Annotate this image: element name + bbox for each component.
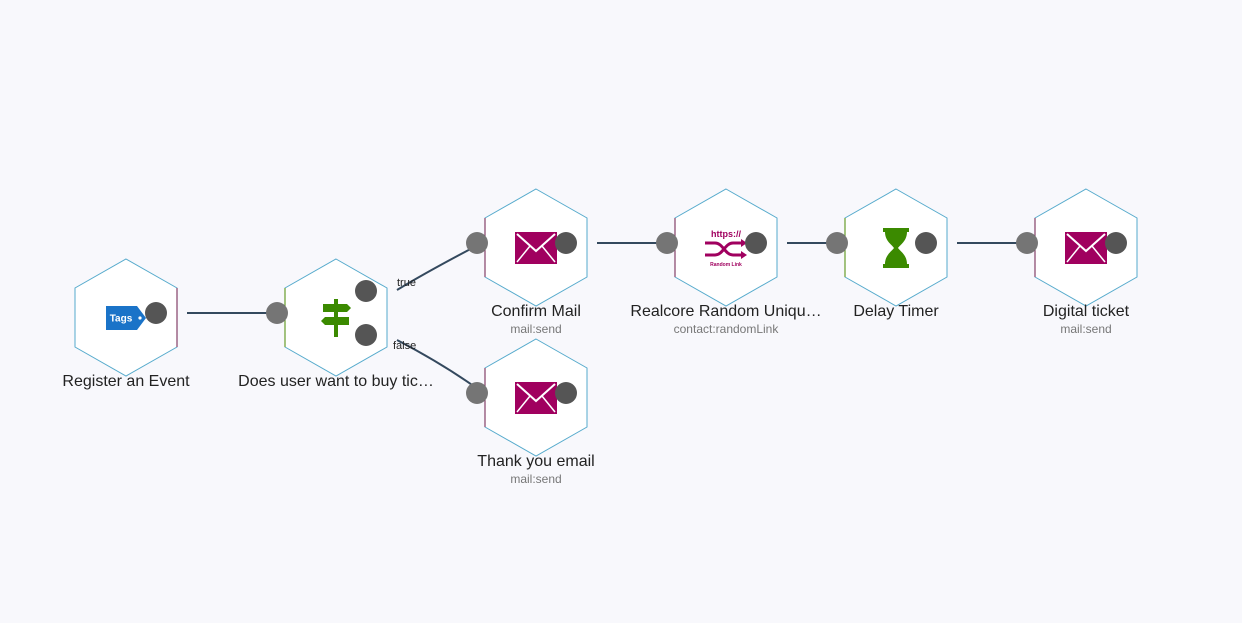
hourglass-icon <box>883 228 909 268</box>
node-delay-timer[interactable]: Delay Timer <box>826 188 956 328</box>
input-port[interactable] <box>466 382 488 404</box>
node-digital-ticket[interactable]: Digital ticket mail:send <box>1016 188 1146 336</box>
output-port[interactable] <box>745 232 767 254</box>
random-link-icon-caption: Random Link <box>710 262 742 268</box>
random-link-icon-text: https:// <box>711 229 741 239</box>
random-link-icon: https:// Random Link <box>705 229 747 268</box>
mail-icon <box>515 232 557 264</box>
input-port[interactable] <box>466 232 488 254</box>
node-label: Delay Timer <box>853 303 939 320</box>
tag-icon-text: Tags <box>110 314 133 325</box>
node-confirm-mail[interactable]: Confirm Mail mail:send <box>466 188 596 336</box>
node-label: Confirm Mail <box>491 303 581 320</box>
node-decision[interactable]: Does user want to buy tic… <box>238 258 434 398</box>
node-random-link[interactable]: https:// Random Link Realcore Random Uni… <box>630 188 822 336</box>
output-port[interactable] <box>555 232 577 254</box>
output-port[interactable] <box>915 232 937 254</box>
input-port[interactable] <box>266 302 288 324</box>
node-label: Register an Event <box>62 373 190 390</box>
edge-label-true: true <box>397 277 416 289</box>
input-port[interactable] <box>1016 232 1038 254</box>
output-port[interactable] <box>555 382 577 404</box>
mail-icon <box>1065 232 1107 264</box>
input-port[interactable] <box>826 232 848 254</box>
output-port-false[interactable] <box>355 324 377 346</box>
output-port[interactable] <box>1105 232 1127 254</box>
node-label: Realcore Random Uniqu… <box>630 303 822 320</box>
node-sublabel: mail:send <box>1060 322 1112 336</box>
node-label: Thank you email <box>477 453 595 470</box>
node-sublabel: contact:randomLink <box>673 322 779 336</box>
node-label: Digital ticket <box>1042 303 1130 320</box>
edge-label-false: false <box>393 340 417 352</box>
input-port[interactable] <box>656 232 678 254</box>
signpost-icon <box>321 299 351 337</box>
node-thank-you-email[interactable]: Thank you email mail:send <box>466 338 596 486</box>
node-register-event[interactable]: Tags Register an Event <box>62 258 190 398</box>
tag-icon: Tags <box>106 306 146 330</box>
output-port[interactable] <box>145 302 167 324</box>
node-sublabel: mail:send <box>510 322 562 336</box>
output-port-true[interactable] <box>355 280 377 302</box>
mail-icon <box>515 382 557 414</box>
node-label: Does user want to buy tic… <box>238 373 434 390</box>
node-sublabel: mail:send <box>510 472 562 486</box>
